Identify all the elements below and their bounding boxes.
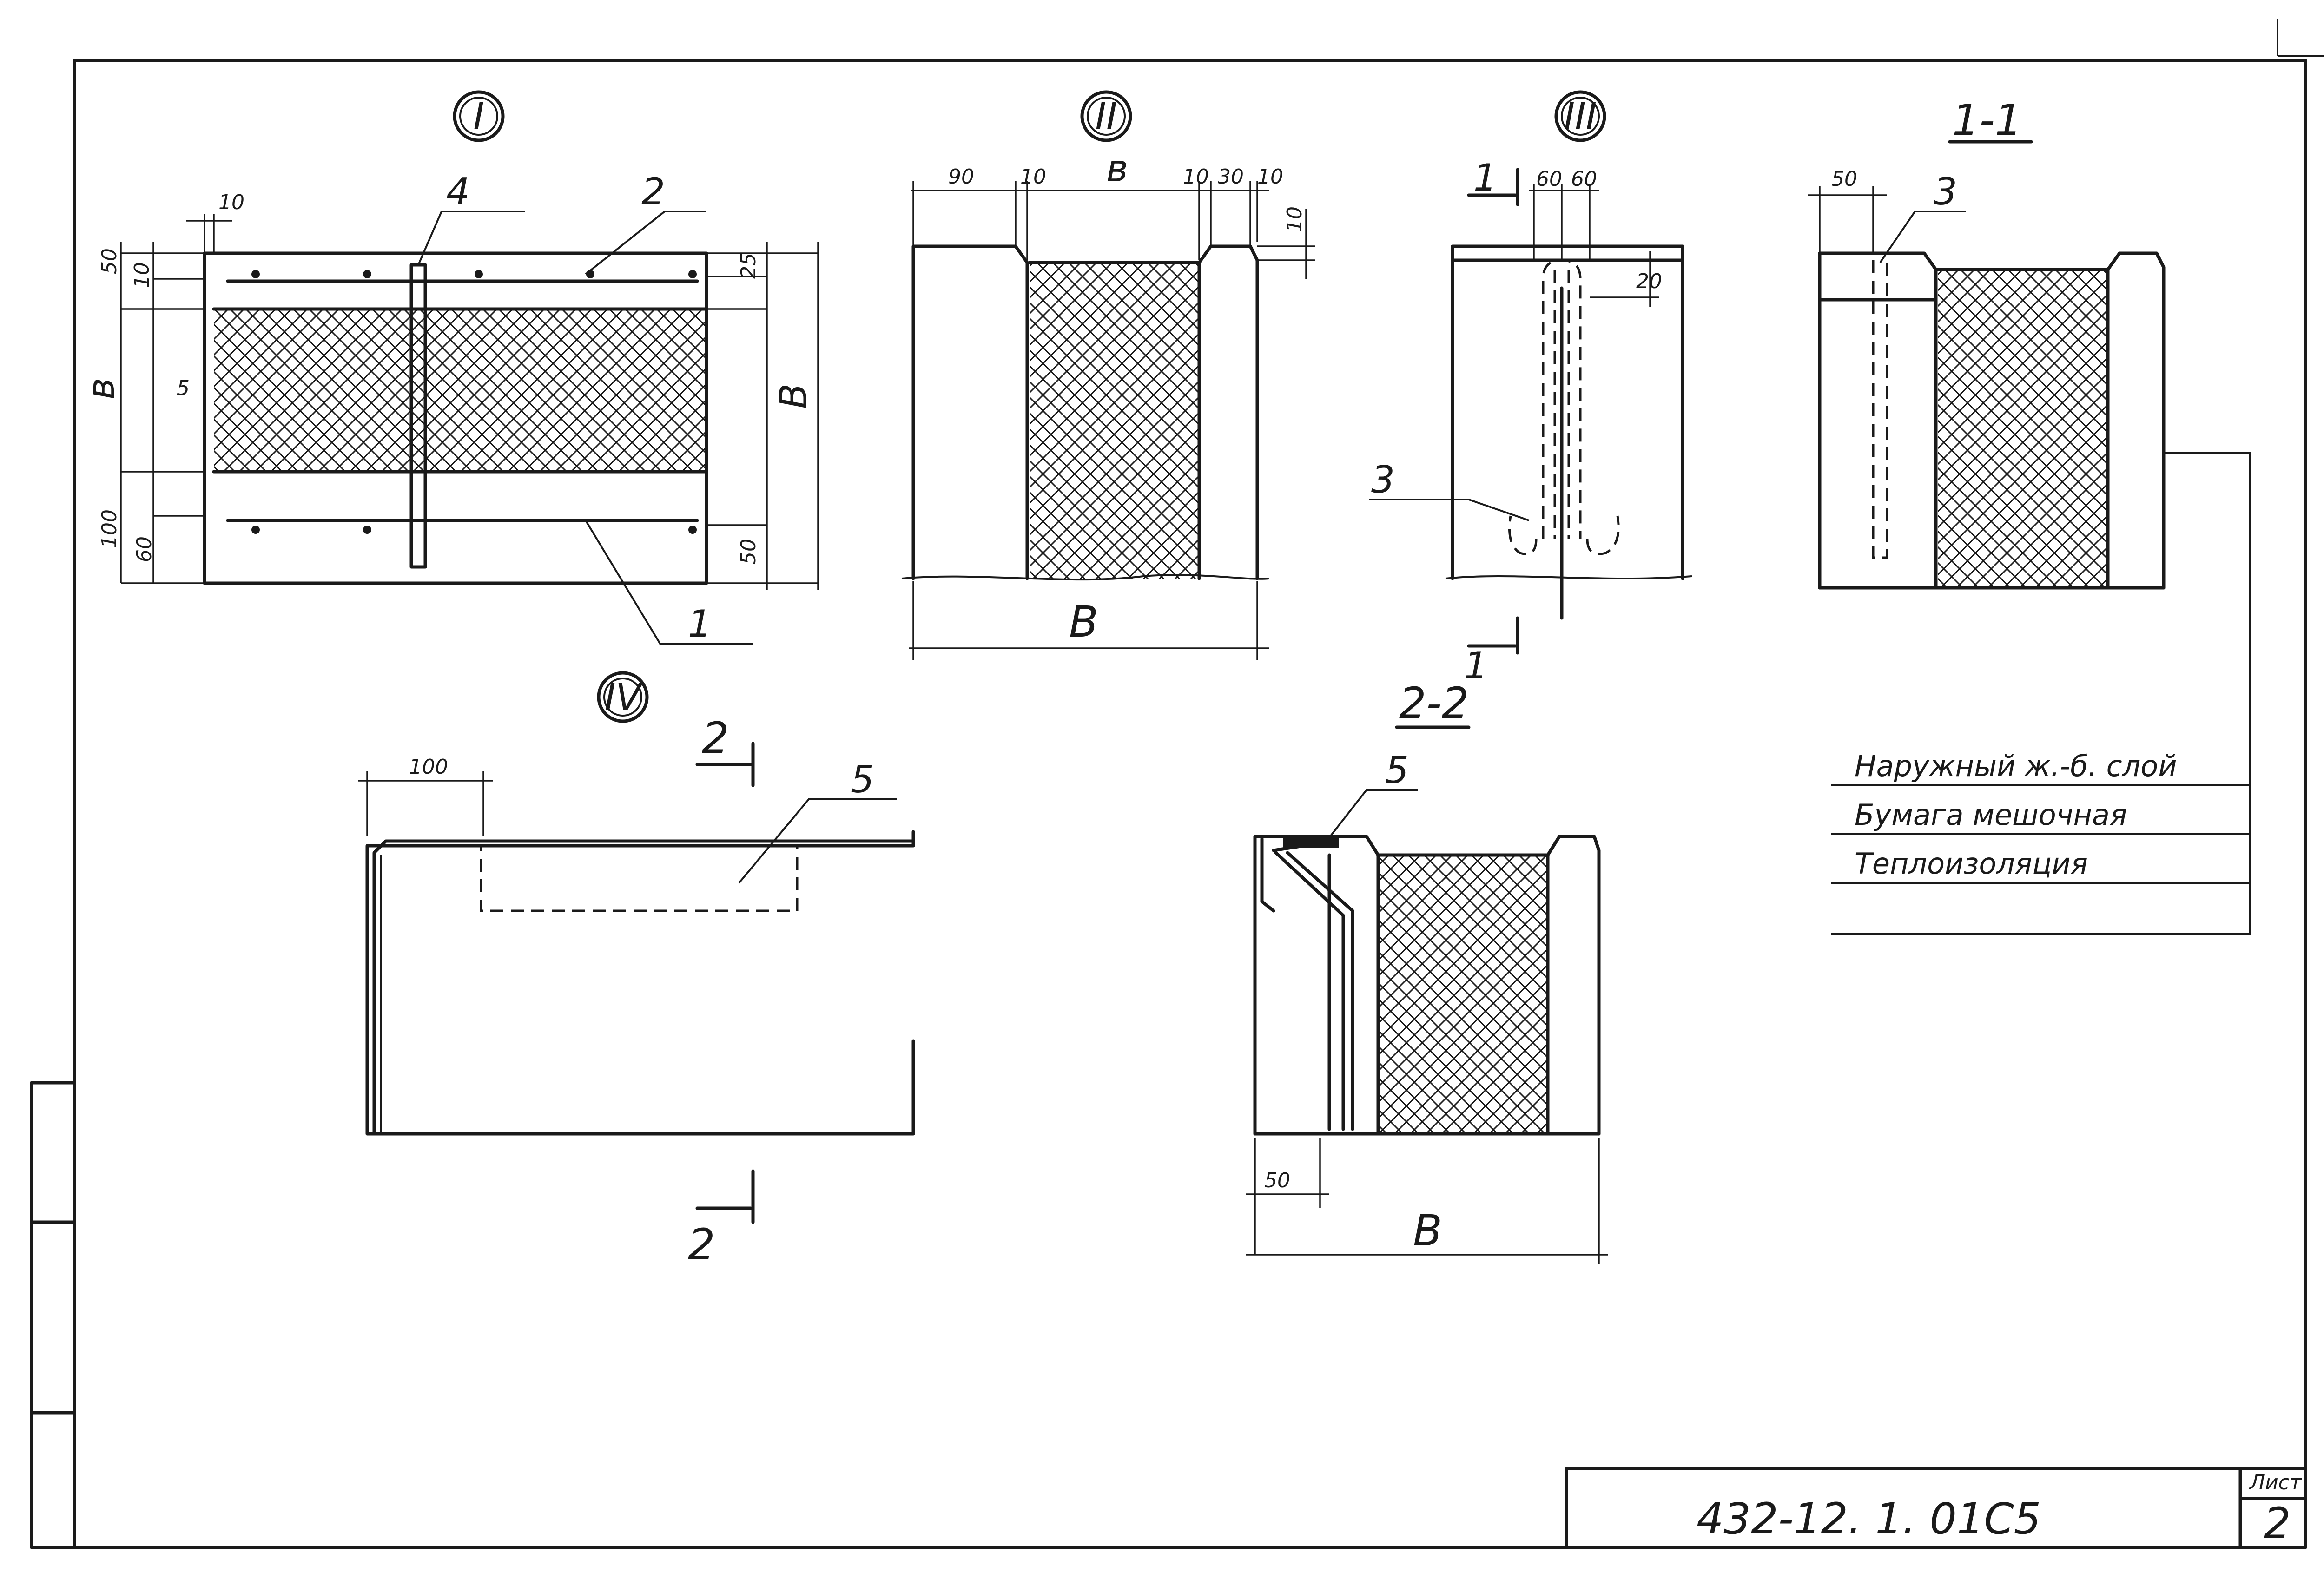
svg-text:в: в	[1106, 147, 1128, 190]
svg-text:10: 10	[1283, 206, 1307, 232]
sheet-number: 2	[2264, 1499, 2291, 1548]
section-2-2: 5 50 B	[1246, 749, 1608, 1264]
svg-text:10: 10	[1020, 165, 1046, 189]
view-i-label: I	[473, 95, 484, 138]
svg-text:II: II	[1095, 95, 1117, 138]
insulation-layer	[1938, 270, 2108, 588]
svg-text:30: 30	[1218, 165, 1244, 189]
view-iii: III 1 1 60 60 20 3 2-2	[1369, 90, 1692, 729]
svg-text:60: 60	[1571, 167, 1597, 191]
sheet-frame	[30, 19, 2324, 1549]
svg-text:10: 10	[1183, 165, 1209, 189]
svg-text:3: 3	[1934, 170, 1957, 213]
svg-text:100: 100	[98, 509, 121, 548]
insulation-layer	[1030, 263, 1199, 579]
svg-text:4: 4	[446, 170, 470, 213]
insulation-layer	[214, 309, 706, 472]
svg-text:5: 5	[851, 758, 874, 801]
view-i: I 4 2 1 50 10 в 5 100 60 10	[79, 90, 819, 645]
svg-text:2: 2	[702, 713, 729, 763]
legend-row-3: Теплоизоляция	[1855, 847, 2088, 881]
svg-text:25: 25	[737, 253, 760, 279]
svg-text:50: 50	[1264, 1169, 1290, 1192]
svg-text:3: 3	[1371, 458, 1395, 501]
svg-text:B: B	[1413, 1206, 1442, 1256]
svg-text:1-1: 1-1	[1952, 95, 2022, 145]
svg-text:50: 50	[98, 248, 121, 274]
svg-text:10: 10	[218, 191, 244, 214]
view-ii: II 90 10 в 10 30 10 10 B	[901, 90, 1315, 660]
svg-text:50: 50	[1831, 167, 1857, 191]
svg-text:60: 60	[1536, 167, 1562, 191]
svg-text:10: 10	[130, 262, 154, 288]
insulation-layer	[1378, 855, 1548, 1134]
svg-text:2: 2	[641, 170, 665, 213]
svg-text:1: 1	[1473, 156, 1497, 199]
svg-text:1: 1	[688, 602, 712, 645]
svg-text:IV: IV	[605, 676, 644, 719]
section-1-1: 1-1 50 3	[1808, 95, 2251, 935]
svg-text:50: 50	[737, 539, 760, 565]
svg-text:B: B	[1069, 597, 1098, 647]
svg-text:10: 10	[1257, 165, 1283, 189]
svg-text:1: 1	[1464, 644, 1488, 687]
svg-text:100: 100	[409, 755, 448, 779]
title-block: 432-12. 1. 01С5 Лист 2	[1565, 1467, 2307, 1549]
svg-text:B: B	[772, 383, 815, 409]
svg-text:III: III	[1564, 95, 1597, 138]
section-2-2-label: 2-2	[1399, 678, 1469, 728]
legend-row-2: Бумага мешочная	[1855, 798, 2127, 832]
svg-text:2: 2	[688, 1220, 715, 1270]
svg-text:в: в	[79, 378, 123, 400]
legend-row-1: Наружный ж.-б. слой	[1855, 749, 2177, 783]
document-code: 432-12. 1. 01С5	[1697, 1494, 2041, 1544]
legend-table: Наружный ж.-б. слой Бумага мешочная Тепл…	[1831, 749, 2250, 884]
svg-text:60: 60	[132, 536, 156, 562]
rebar-dots	[251, 270, 697, 534]
view-iv: IV 100 5 2 2	[358, 671, 915, 1270]
svg-text:90: 90	[948, 165, 974, 189]
svg-text:20: 20	[1636, 270, 1662, 293]
svg-text:5: 5	[1385, 749, 1409, 792]
sheet-label: Лист	[2249, 1471, 2302, 1494]
svg-text:5: 5	[177, 376, 190, 400]
